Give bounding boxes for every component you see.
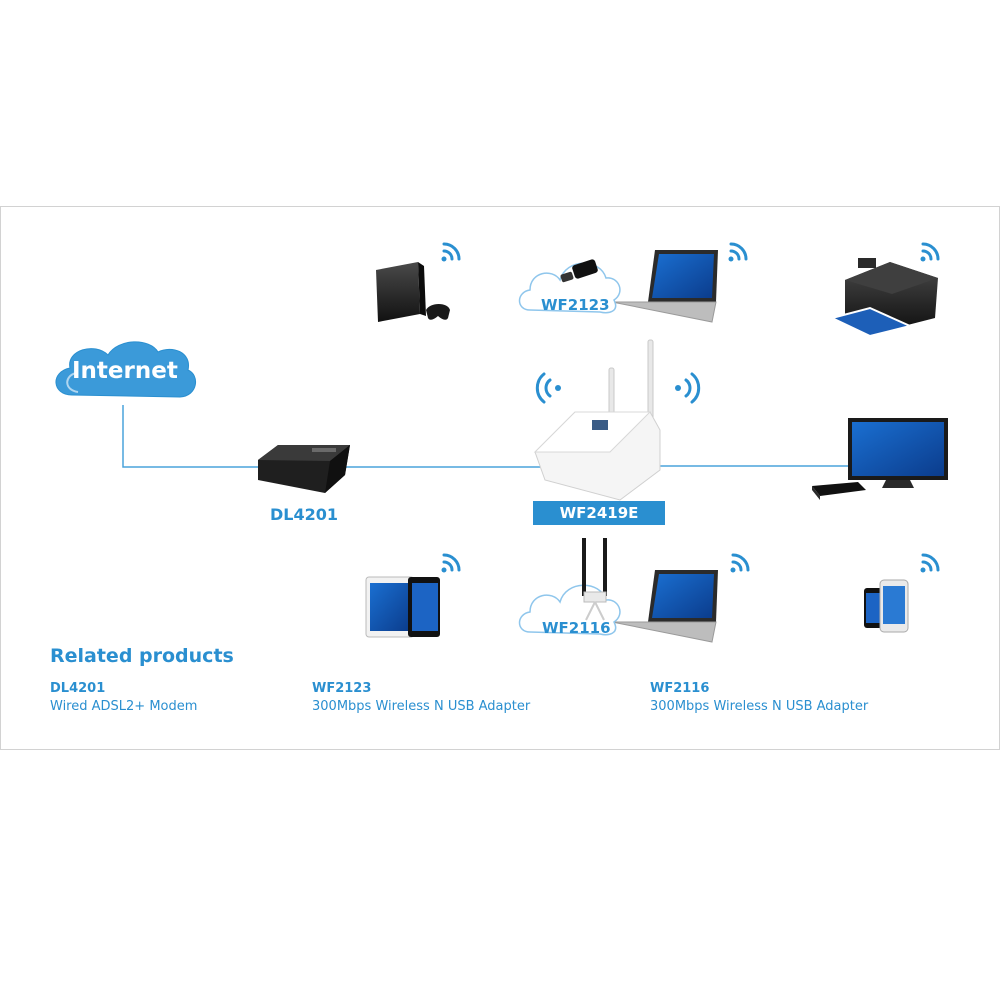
tablets-icon [365, 576, 440, 638]
modem-device [258, 445, 350, 493]
related-item-name: DL4201 [50, 681, 106, 696]
related-item-desc: 300Mbps Wireless N USB Adapter [312, 699, 531, 714]
adapter-top-cloud [518, 259, 621, 314]
wifi-icon [920, 553, 940, 573]
game-console-icon [376, 262, 450, 322]
adapter-bottom-cloud [518, 538, 621, 636]
adapter-top-label: WF2123 [541, 296, 610, 314]
laptop-bottom-icon [611, 570, 718, 643]
wifi-icon [730, 553, 750, 573]
internet-label: Internet [72, 358, 178, 384]
router-device [533, 339, 661, 501]
related-item-name: WF2116 [650, 681, 710, 696]
set-top-box-icon [812, 482, 866, 500]
modem-label: DL4201 [270, 505, 339, 524]
wifi-icon [920, 242, 940, 262]
wifi-icon [728, 242, 748, 262]
tv-icon [848, 418, 948, 488]
printer-icon [829, 258, 938, 338]
router-label: WF2419E [559, 504, 639, 522]
router-wifi-left-icon [535, 372, 561, 404]
related-item-name: WF2123 [312, 681, 372, 696]
diagram-panel [0, 206, 1000, 750]
wifi-icon [441, 242, 461, 262]
router-label-box [533, 501, 665, 525]
connection-lines [122, 405, 850, 468]
related-item-desc: 300Mbps Wireless N USB Adapter [650, 699, 869, 714]
related-item-desc: Wired ADSL2+ Modem [50, 699, 198, 714]
laptop-top-icon [611, 250, 718, 323]
related-products-title: Related products [50, 645, 234, 667]
internet-cloud [55, 341, 196, 398]
wifi-icon [441, 553, 461, 573]
smartphones-icon [864, 579, 909, 633]
router-wifi-right-icon [675, 372, 701, 404]
adapter-bottom-label: WF2116 [542, 619, 611, 637]
